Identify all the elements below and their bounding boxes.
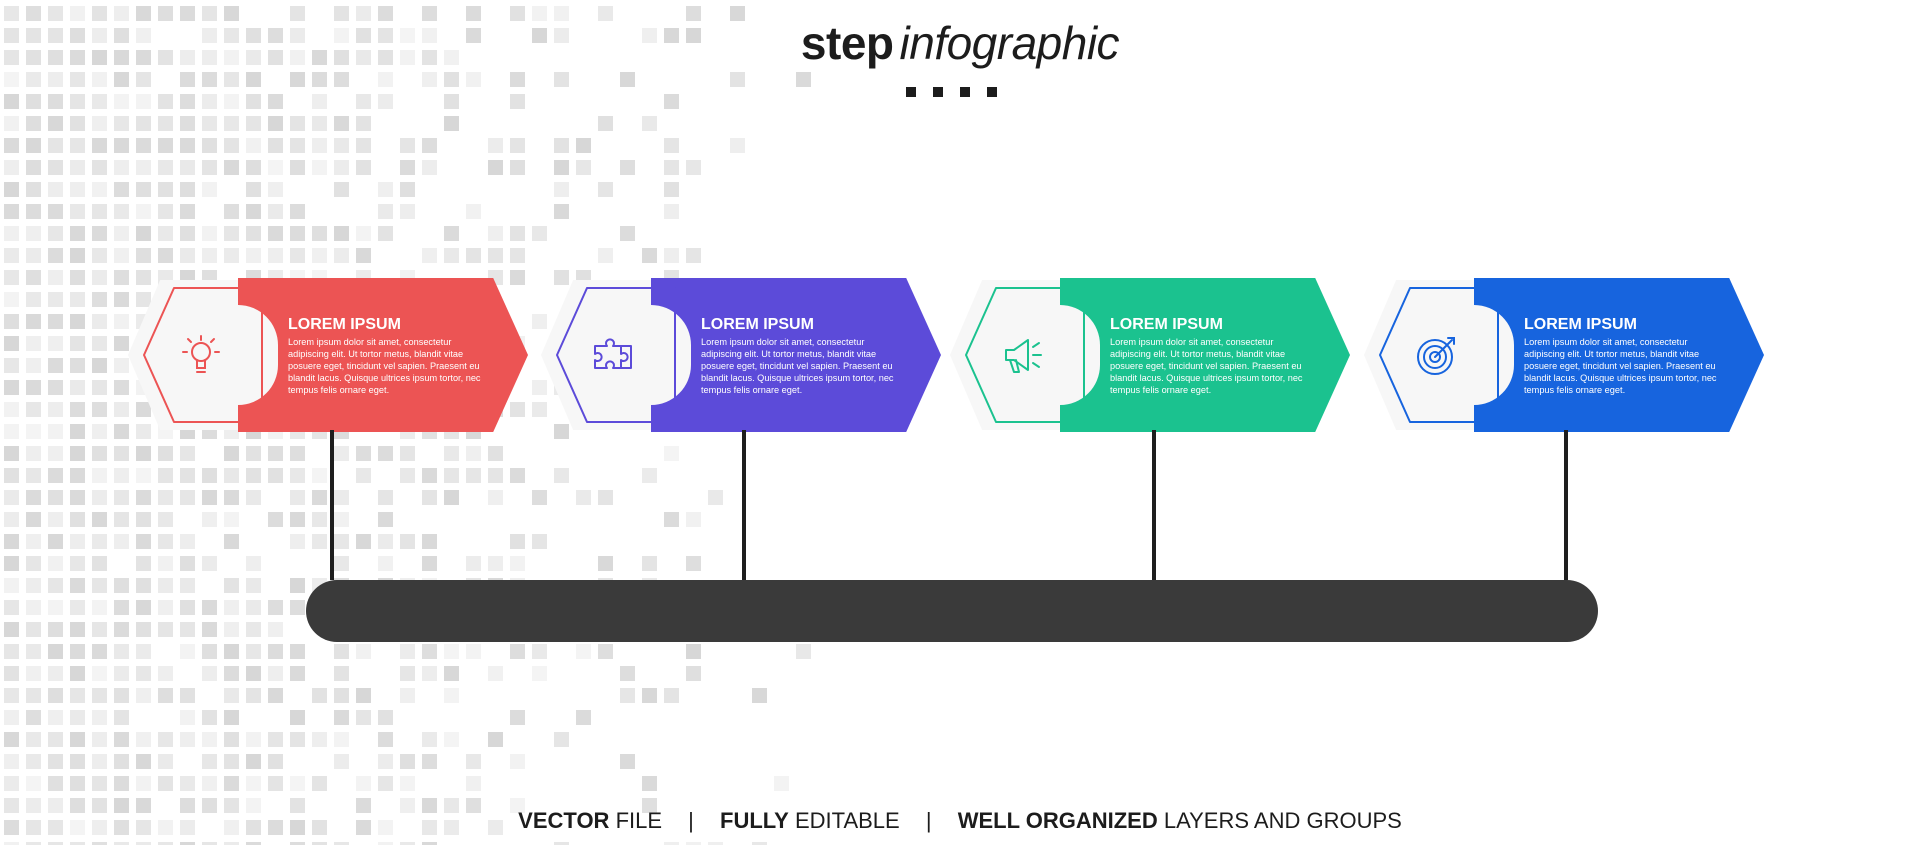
footer-vector-rest: FILE [609,808,663,833]
step-1-title: LOREM IPSUM [288,316,401,333]
step-2-card [651,278,941,432]
title-bold: step [800,17,894,69]
title-italic: infographic [899,17,1120,69]
step-4-connector [1564,430,1568,580]
timeline-bar [306,580,1598,642]
step-1-card [238,278,528,432]
step-1-connector [330,430,334,580]
footer-editable-bold: FULLY [720,808,789,833]
footer-caption: VECTOR FILE | FULLY EDITABLE | WELL ORGA… [0,808,1920,834]
step-4-card [1474,278,1764,432]
target-icon [1414,332,1460,378]
step-2-hexagon-outline [556,287,676,423]
step-3-connector [1152,430,1156,580]
step-2-body: Lorem ipsum dolor sit amet, consectetur … [701,337,894,395]
footer-organized-rest: LAYERS AND GROUPS [1157,808,1402,833]
footer-divider-2: | [925,808,932,833]
step-3-title: LOREM IPSUM [1110,316,1223,333]
step-4-title: LOREM IPSUM [1524,316,1637,333]
puzzle-icon [591,332,637,378]
step-2-connector [742,430,746,580]
title-dots-decoration [906,84,1014,97]
footer-divider-1: | [688,808,694,833]
megaphone-icon [1000,332,1046,378]
step-3-hexagon-outline [965,287,1085,423]
step-1-hexagon-outline [143,287,263,423]
step-2-title: LOREM IPSUM [701,316,814,333]
footer-editable-rest: EDITABLE [788,808,900,833]
step-3-body: Lorem ipsum dolor sit amet, consectetur … [1110,337,1303,395]
lightbulb-icon [178,332,224,378]
step-4-hexagon-outline [1379,287,1499,423]
footer-vector-bold: VECTOR [518,808,610,833]
step-4-body: Lorem ipsum dolor sit amet, consectetur … [1524,337,1717,395]
step-1-body: Lorem ipsum dolor sit amet, consectetur … [288,337,481,395]
step-3-card [1060,278,1350,432]
footer-organized-bold: WELL ORGANIZED [957,808,1158,833]
